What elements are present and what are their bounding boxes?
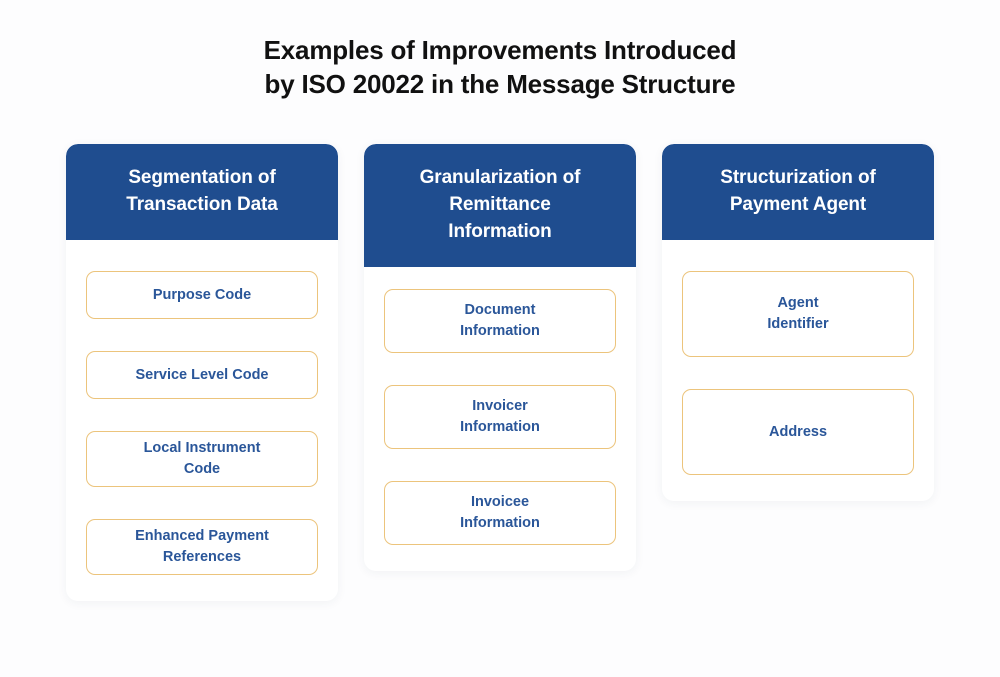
- card-body-granularization: Document Information Invoicer Informatio…: [364, 267, 636, 571]
- item-label-line-1: Invoicer: [472, 398, 528, 414]
- item-label-line-1: Local Instrument: [143, 440, 261, 456]
- item-label-line-2: Information: [460, 515, 540, 531]
- item-label-line-2: References: [162, 549, 242, 565]
- card-granularization-of-remittance-information: Granularization of Remittance Informatio…: [364, 144, 636, 571]
- item-service-level-code[interactable]: Service Level Code: [86, 351, 318, 399]
- item-label-line-2: Information: [460, 323, 540, 339]
- card-header-granularization: Granularization of Remittance Informatio…: [364, 144, 636, 267]
- page-title-line-1: Examples of Improvements Introduced: [263, 35, 737, 65]
- card-header-line-1: Granularization of: [419, 167, 581, 188]
- item-label-line-2: Code: [183, 461, 221, 477]
- item-local-instrument-code[interactable]: Local Instrument Code: [86, 431, 318, 487]
- page-title-line-2: by ISO 20022 in the Message Structure: [264, 69, 736, 99]
- card-header-line-1: Structurization of: [720, 167, 876, 188]
- card-header-line-3: Information: [448, 221, 552, 242]
- item-purpose-code[interactable]: Purpose Code: [86, 271, 318, 319]
- columns-container: Segmentation of Transaction Data Purpose…: [66, 144, 934, 634]
- card-header-line-2: Payment Agent: [729, 194, 867, 215]
- item-document-information[interactable]: Document Information: [384, 289, 616, 353]
- item-label-line-1: Enhanced Payment: [135, 528, 269, 544]
- item-invoicer-information[interactable]: Invoicer Information: [384, 385, 616, 449]
- card-header-line-2: Remittance: [449, 194, 551, 215]
- item-agent-identifier[interactable]: Agent Identifier: [682, 271, 914, 357]
- card-header-line-2: Transaction Data: [126, 194, 278, 215]
- item-label-line-1: Service Level Code: [135, 366, 269, 383]
- card-body-structurization: Agent Identifier Address: [662, 240, 934, 501]
- item-label-line-1: Purpose Code: [152, 286, 252, 303]
- item-label-line-1: Address: [768, 423, 828, 440]
- item-enhanced-payment-references[interactable]: Enhanced Payment References: [86, 519, 318, 575]
- page-title: Examples of Improvements Introduced by I…: [0, 33, 1000, 101]
- item-address[interactable]: Address: [682, 389, 914, 475]
- item-label-line-1: Document: [464, 302, 536, 318]
- card-segmentation-of-transaction-data: Segmentation of Transaction Data Purpose…: [66, 144, 338, 601]
- card-body-segmentation: Purpose Code Service Level Code Local In…: [66, 240, 338, 601]
- card-header-segmentation: Segmentation of Transaction Data: [66, 144, 338, 240]
- card-header-line-1: Segmentation of: [128, 167, 276, 188]
- card-header-structurization: Structurization of Payment Agent: [662, 144, 934, 240]
- item-label-line-1: Agent: [777, 295, 819, 311]
- item-label-line-1: Invoicee: [470, 494, 530, 510]
- item-label-line-2: Information: [460, 419, 540, 435]
- item-label-line-2: Identifier: [767, 316, 829, 332]
- card-structurization-of-payment-agent: Structurization of Payment Agent Agent I…: [662, 144, 934, 501]
- item-invoicee-information[interactable]: Invoicee Information: [384, 481, 616, 545]
